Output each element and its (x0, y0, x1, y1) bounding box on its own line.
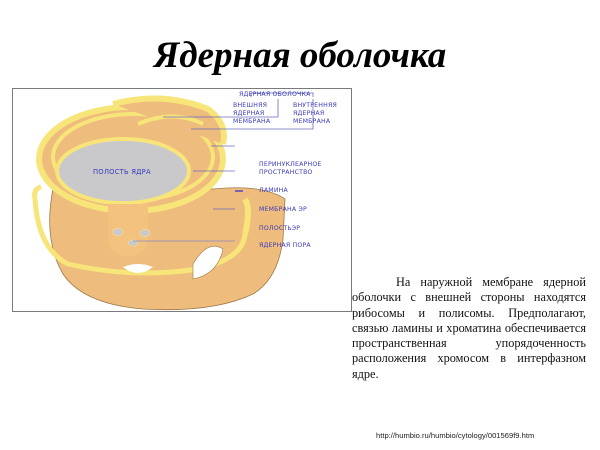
source-url: http://humbio.ru/humbio/cytology/001569f… (376, 431, 535, 440)
label-lamina: ЛАМИНА (259, 187, 288, 194)
nuclear-envelope-diagram: ЯДЕРНАЯ ОБОЛОЧКА ВНЕШНЯЯ ЯДЕРНАЯ МЕМБРАН… (12, 88, 352, 312)
label-er-membrane: МЕМБРАНА ЭР (259, 206, 307, 213)
label-inner-membrane: ВНУТРЕННЯЯ ЯДЕРНАЯ МЕМБРАНА (293, 102, 337, 125)
slide-title: Ядерная оболочка (153, 35, 447, 76)
label-perinuclear-space: ПЕРИНУКЛЕАРНОЕ ПРОСТРАНСТВО (259, 161, 322, 176)
label-nuclear-envelope: ЯДЕРНАЯ ОБОЛОЧКА (239, 91, 311, 98)
label-outer-membrane: ВНЕШНЯЯ ЯДЕРНАЯ МЕМБРАНА (233, 102, 271, 125)
label-nuclear-cavity: ПОЛОСТЬ ЯДРА (93, 168, 151, 176)
nucleus-illustration (32, 92, 314, 311)
description-paragraph: На наружной мембране ядерной оболочки с … (352, 275, 586, 381)
label-nuclear-pore: ЯДЕРНАЯ ПОРА (259, 242, 311, 249)
label-er-cavity: ПОЛОСТЬЭР (259, 225, 301, 232)
